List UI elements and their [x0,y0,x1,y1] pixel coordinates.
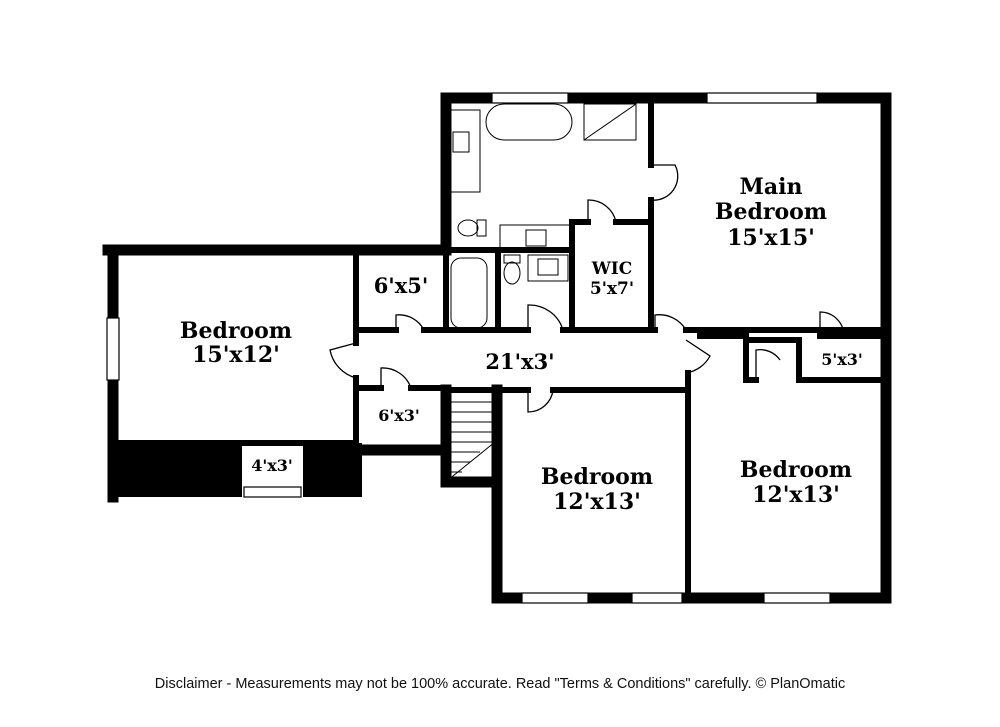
bath-fixtures [449,103,637,329]
closet-5x3-label: 5'x3' [821,350,863,369]
shower-icon [583,103,637,141]
staircase [447,391,496,481]
hall-toilet-icon [503,261,521,285]
hall-tub-icon [450,257,488,329]
windows [106,92,831,604]
bedroom-left-label: Bedroom [180,318,292,344]
vanity-icon [449,109,481,193]
bedroom-right-size: 12'x13' [752,482,840,508]
doors [329,164,845,413]
wic-label: WIC [591,259,633,279]
closet-6x3-label: 6'x3' [378,406,420,425]
bedroom-center-size: 12'x13' [553,489,641,515]
wall-mass-left [108,443,242,497]
sink-icon-2 [527,254,569,282]
hallway-label: 21'x3' [485,349,554,374]
main-bedroom-size: 15'x15' [727,225,815,251]
disclaimer-text: Disclaimer - Measurements may not be 100… [154,676,846,692]
wic-size: 5'x7' [590,279,634,299]
bedroom-right-label: Bedroom [740,457,852,483]
bedroom-left-size: 15'x12' [192,342,280,368]
closet-4x3-label: 4'x3' [251,456,293,475]
interior-walls [110,98,886,598]
closet-6x5-label: 6'x5' [374,273,429,298]
main-bedroom-label: Main [740,174,803,200]
bathtub-icon [485,103,573,141]
toilet-icon [457,219,479,237]
sink-icon [499,224,573,250]
main-bedroom-label-2: Bedroom [715,199,827,225]
bedroom-center-label: Bedroom [541,464,653,490]
room-labels: Main Bedroom 15'x15' Bedroom 15'x12' Bed… [180,174,863,515]
